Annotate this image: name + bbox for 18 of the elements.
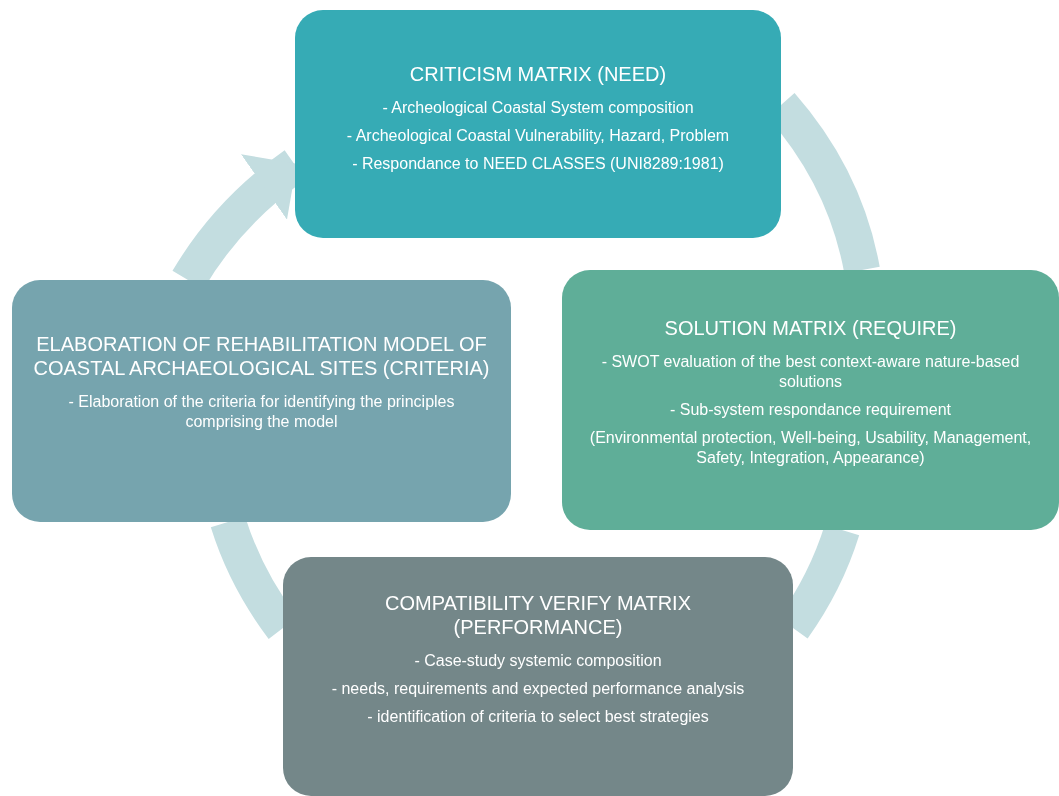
process-box	[283, 557, 793, 796]
box-text: - Respondance to NEED CLASSES (UNI8289:1981)	[352, 154, 724, 174]
box-text: - identification of criteria to select best strategies	[367, 707, 709, 727]
box-text: - SWOT evaluation of the best context-aware nature-based solutions	[600, 352, 1021, 392]
box-heading: COMPATIBILITY VERIFY MATRIX (PERFORMANCE)	[384, 591, 692, 639]
box-heading: ELABORATION OF REHABILITATION MODEL OF COASTAL ARCHAEOLOGICAL SITES (CRITERIA)	[32, 332, 491, 380]
box-text: - needs, requirements and expected performance analysis	[331, 679, 745, 699]
box-heading: SOLUTION MATRIX (REQUIRE)	[664, 316, 957, 340]
process-box	[295, 10, 781, 238]
process-box	[562, 270, 1059, 530]
box-text: - Archeological Coastal System composition	[382, 98, 694, 118]
box-text: - Elaboration of the criteria for identifying the principles comprising the model	[67, 392, 456, 432]
box-heading: CRITICISM MATRIX (NEED)	[409, 62, 667, 86]
box-text: (Environmental protection, Well-being, Usability, Management, Safety, Integration, Appearance)	[588, 428, 1033, 468]
box-text: - Sub-system respondance requirement	[670, 400, 951, 420]
box-text: - Case-study systemic composition	[414, 651, 662, 671]
process-box	[12, 280, 511, 522]
box-text: - Archeological Coastal Vulnerability, Hazard, Problem	[346, 126, 730, 146]
